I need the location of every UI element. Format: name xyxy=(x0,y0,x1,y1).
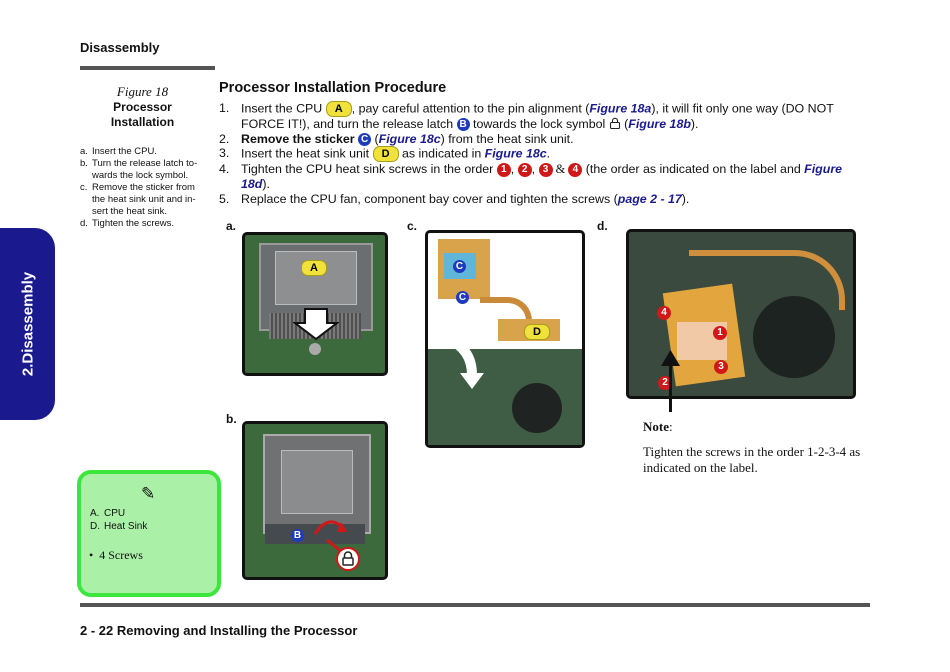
figure-step: b.Turn the release latch to-wards the lo… xyxy=(80,158,198,181)
badge-d: D xyxy=(372,146,399,163)
procedure-step-1: 1.Insert the CPU A, pay careful attentio… xyxy=(219,101,834,132)
photo-badge-4: 4 xyxy=(657,305,671,320)
side-tab: 2.Disassembly xyxy=(0,228,55,420)
note-text: Tighten the screws in the order 1-2-3-4 … xyxy=(643,444,861,475)
cpu-chip xyxy=(281,450,353,514)
badge-b: B xyxy=(456,118,470,132)
lever-screw xyxy=(309,343,321,355)
note-label: Note: xyxy=(643,419,673,434)
figure-step: d.Tighten the screws. xyxy=(80,218,175,229)
figure-step: a.Insert the CPU. xyxy=(80,146,157,157)
header-rule xyxy=(80,66,215,70)
figure-ref-link[interactable]: Figure 18c xyxy=(378,131,441,146)
lock-icon xyxy=(336,547,360,571)
photo-badge-c: C xyxy=(453,260,466,274)
note-pointer-line xyxy=(669,360,672,412)
photo-label-c: c. xyxy=(407,219,418,233)
lock-icon xyxy=(609,117,620,130)
figure-ref-link[interactable]: Figure 18c xyxy=(484,146,547,161)
figure-steps: a.Insert the CPU. b.Turn the release lat… xyxy=(80,146,210,230)
heat-pipe xyxy=(689,250,845,310)
footer-rule xyxy=(80,603,870,607)
figure-ref-link[interactable]: Figure 18d xyxy=(241,162,843,191)
legend-item: A.CPU xyxy=(90,508,126,519)
photo-label-d: d. xyxy=(597,219,608,233)
legend-screws: • 4 Screws xyxy=(89,548,143,562)
figure-caption: Figure 18 Processor Installation xyxy=(80,84,205,130)
pointer-arrow-icon xyxy=(661,350,680,366)
figure-ref-link[interactable]: Figure 18b xyxy=(628,117,691,131)
photo-cpu-insert: A xyxy=(242,232,388,376)
legend-box: ✎ A.CPU D.Heat Sink • 4 Screws xyxy=(77,470,221,597)
fan xyxy=(753,296,835,378)
figure-title-line2: Installation xyxy=(110,115,175,129)
page-ref-link[interactable]: page 2 - 17 xyxy=(617,191,682,206)
photo-release-latch: B xyxy=(242,421,388,580)
procedure-steps: 1.Insert the CPU A, pay careful attentio… xyxy=(219,101,859,206)
badge-2: 2 xyxy=(517,162,532,177)
figure-step: c.Remove the sticker from the heat sink … xyxy=(80,182,196,217)
photo-tighten-screws: 4 1 3 2 xyxy=(626,229,856,399)
photo-label-b: b. xyxy=(226,412,237,426)
procedure-step-3: 3.Insert the heat sink unit D as indicat… xyxy=(219,146,551,163)
procedure-step-5: 5.Replace the CPU fan, component bay cov… xyxy=(219,191,690,206)
photo-badge-d: D xyxy=(524,323,550,340)
procedure-title: Processor Installation Procedure xyxy=(219,80,447,96)
photo-badge-b: B xyxy=(291,529,304,543)
insert-arrow-icon xyxy=(445,335,484,389)
down-arrow-icon xyxy=(293,308,339,341)
fan xyxy=(512,383,562,433)
photo-badge-3: 3 xyxy=(714,359,728,374)
figure-number: Figure 18 xyxy=(116,84,169,99)
procedure-step-2: 2.Remove the sticker C (Figure 18c) from… xyxy=(219,131,574,146)
side-tab-label: 2.Disassembly xyxy=(19,271,36,377)
figure-title-line1: Processor xyxy=(113,100,172,114)
figure-ref-link[interactable]: Figure 18a xyxy=(589,101,652,116)
legend-item: D.Heat Sink xyxy=(90,520,148,532)
badge-3: 3 xyxy=(538,162,553,177)
badge-1: 1 xyxy=(496,162,511,177)
pen-icon: ✎ xyxy=(141,484,156,503)
photo-badge-1: 1 xyxy=(713,325,727,340)
page-footer: 2 - 22 Removing and Installing the Proce… xyxy=(80,623,358,638)
photo-label-a: a. xyxy=(226,219,237,233)
procedure-step-4: 4.Tighten the CPU heat sink screws in th… xyxy=(219,162,843,191)
section-header: Disassembly xyxy=(80,40,160,55)
photo-badge-a: A xyxy=(301,259,327,276)
badge-a: A xyxy=(325,101,352,117)
heat-pipe xyxy=(480,297,532,335)
photo-badge-2: 2 xyxy=(658,375,672,390)
badge-4: 4 xyxy=(568,162,583,177)
badge-c: C xyxy=(358,132,372,146)
photo-badge-c: C xyxy=(456,291,469,305)
photo-heat-sink-insert: C C D xyxy=(425,230,585,448)
legend-items: A.CPU D.Heat Sink xyxy=(90,508,147,533)
